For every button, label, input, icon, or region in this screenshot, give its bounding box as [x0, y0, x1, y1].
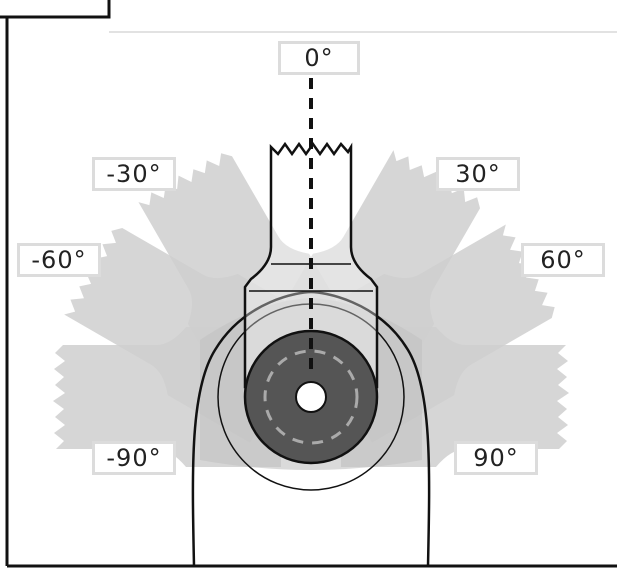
label-minus-60-degrees: -60°	[17, 243, 101, 277]
label-plus-30-degrees: 30°	[436, 157, 520, 191]
label-minus-30-degrees: -30°	[92, 157, 176, 191]
label-plus-60-degrees: 60°	[521, 243, 605, 277]
arm-housing-outline	[191, 290, 431, 567]
label-0-degrees: 0°	[278, 41, 360, 75]
label-minus-90-degrees: -90°	[92, 441, 176, 475]
hub-center-hole	[295, 381, 327, 413]
hub-dashed-ring	[263, 349, 359, 445]
label-plus-90-degrees: 90°	[454, 441, 538, 475]
top-left-box	[0, 0, 111, 19]
